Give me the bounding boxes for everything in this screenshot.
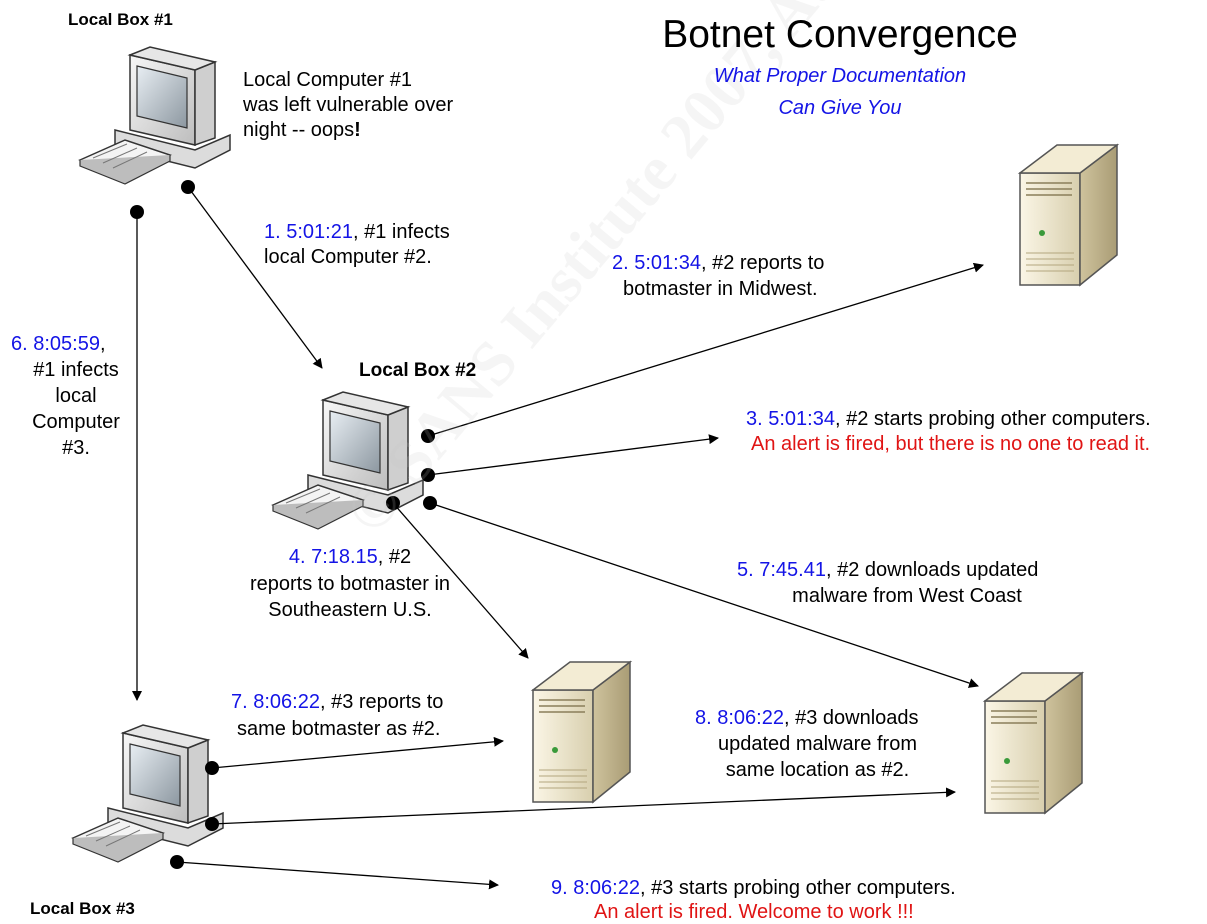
step4-time: 4. 7:18.15 bbox=[288, 546, 378, 568]
step7-rest: , #3 reports to bbox=[319, 691, 444, 713]
arrow-step3 bbox=[427, 434, 719, 476]
box2-label: Local Box #2 bbox=[359, 360, 477, 381]
note-line3: night -- oops! bbox=[243, 118, 361, 142]
step1-time: 1. 5:01:21 bbox=[264, 221, 353, 243]
computer-icon bbox=[271, 391, 424, 530]
connection-dot bbox=[181, 180, 195, 194]
note-line2: was left vulnerable over bbox=[243, 94, 454, 116]
connection-dot bbox=[205, 817, 219, 831]
connection-dot bbox=[423, 496, 437, 510]
server-icon bbox=[982, 671, 1085, 815]
step1-line2: local Computer #2. bbox=[264, 246, 432, 268]
step8-rest: , #3 downloads bbox=[783, 707, 919, 729]
step7-time: 7. 8:06:22 bbox=[231, 691, 320, 713]
step5-rest: , #2 downloads updated bbox=[825, 559, 1039, 581]
step4-line3: Southeastern U.S. bbox=[268, 599, 432, 621]
server-icon bbox=[1017, 143, 1120, 287]
step3-rest: , #2 starts probing other computers. bbox=[834, 408, 1151, 430]
step1-line1: 1. 5:01:21, #1 infects bbox=[264, 220, 450, 244]
computer-icon bbox=[71, 724, 224, 863]
step4-rest: , #2 bbox=[377, 546, 412, 568]
connection-dot bbox=[386, 496, 400, 510]
step7-line2: same botmaster as #2. bbox=[237, 718, 441, 740]
step5-time: 5. 7:45.41 bbox=[737, 559, 826, 581]
connection-dot bbox=[130, 205, 144, 219]
step2-rest: , #2 reports to bbox=[700, 252, 825, 274]
subtitle-line1: What Proper Documentation bbox=[713, 65, 967, 87]
step6-line4: Computer bbox=[32, 411, 120, 433]
note-line3-text: night -- oops bbox=[243, 119, 355, 141]
arrow-step4 bbox=[392, 502, 529, 659]
step9-rest: , #3 starts probing other computers. bbox=[639, 877, 956, 899]
step6-line2: #1 infects bbox=[33, 359, 119, 381]
arrow-step1 bbox=[187, 186, 323, 369]
step9-alert: An alert is fired. Welcome to work !!! bbox=[594, 901, 914, 923]
step7-line1: 7. 8:06:22, #3 reports to bbox=[231, 690, 443, 714]
step3-alert: An alert is fired, but there is no one t… bbox=[751, 433, 1151, 455]
step6-line5: #3. bbox=[62, 437, 90, 459]
box3-label: Local Box #3 bbox=[30, 899, 135, 918]
step9-time: 9. 8:06:22 bbox=[551, 877, 640, 899]
step6-rest: , bbox=[99, 333, 106, 355]
step6-line3: local bbox=[55, 385, 97, 407]
arrow-step5 bbox=[429, 502, 979, 688]
connection-dot bbox=[421, 429, 435, 443]
step6-line1: 6. 8:05:59, bbox=[11, 332, 106, 356]
step2-line1: 2. 5:01:34, #2 reports to bbox=[612, 251, 824, 275]
step1-rest: , #1 infects bbox=[352, 221, 450, 243]
note-bang: ! bbox=[354, 119, 361, 141]
step6-time: 6. 8:05:59 bbox=[11, 333, 100, 355]
note-line1: Local Computer #1 bbox=[243, 69, 412, 91]
subtitle-line2: Can Give You bbox=[778, 97, 902, 119]
page-title: Botnet Convergence bbox=[662, 13, 1018, 56]
arrow-step7 bbox=[211, 736, 504, 769]
step2-time: 2. 5:01:34 bbox=[612, 252, 701, 274]
step8-time: 8. 8:06:22 bbox=[695, 707, 784, 729]
step8-line1: 8. 8:06:22, #3 downloads bbox=[695, 706, 919, 730]
step2-line2: botmaster in Midwest. bbox=[623, 278, 818, 300]
connection-dot bbox=[205, 761, 219, 775]
step5-line2: malware from West Coast bbox=[792, 585, 1022, 607]
step3-time: 3. 5:01:34 bbox=[746, 408, 835, 430]
step8-line3: same location as #2. bbox=[725, 759, 910, 781]
step3-line1: 3. 5:01:34, #2 starts probing other comp… bbox=[746, 407, 1151, 431]
connection-dot bbox=[421, 468, 435, 482]
connection-dot bbox=[170, 855, 184, 869]
server-icon bbox=[530, 660, 633, 804]
step8-line2: updated malware from bbox=[718, 733, 917, 755]
step4-line1: 4. 7:18.15, #2 bbox=[225, 545, 475, 569]
computer-icon bbox=[78, 46, 231, 185]
arrow-step2 bbox=[427, 262, 984, 437]
step9-line1: 9. 8:06:22, #3 starts probing other comp… bbox=[551, 876, 956, 900]
arrow-step8 bbox=[211, 787, 956, 825]
box1-label: Local Box #1 bbox=[68, 10, 173, 29]
arrow-step9 bbox=[176, 861, 499, 890]
step4-line2: reports to botmaster in bbox=[249, 573, 451, 595]
step5-line1: 5. 7:45.41, #2 downloads updated bbox=[737, 558, 1038, 582]
